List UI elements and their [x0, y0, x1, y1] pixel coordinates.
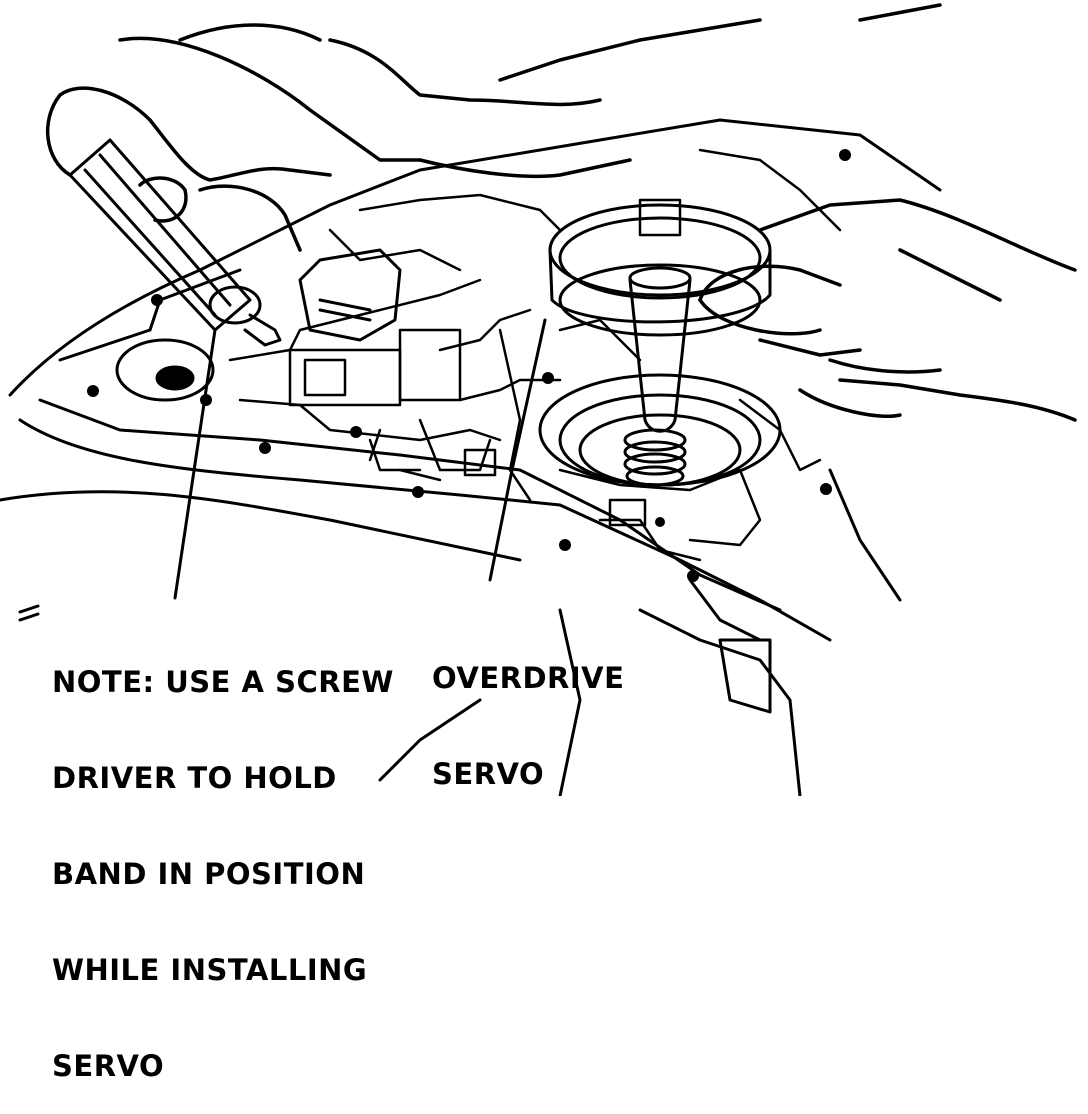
servo-leader-line: [488, 318, 547, 582]
note-leader-line: [173, 328, 217, 600]
note-line-1: NOTE: USE A SCREW: [52, 665, 394, 699]
transmission-illustration: [0, 3, 1077, 796]
leader-lines: [18, 318, 547, 622]
overdrive-servo-piston: [548, 203, 772, 433]
note-callout: NOTE: USE A SCREW DRIVER TO HOLD BAND IN…: [52, 602, 394, 1114]
bolt-holes: [87, 149, 851, 582]
right-hand: [698, 198, 1077, 422]
valve-body-passages: [228, 148, 842, 562]
screwdriver: [68, 138, 282, 347]
servo-label-line-1: OVERDRIVE: [432, 661, 625, 695]
case-outline: [0, 118, 942, 796]
note-line-3: BAND IN POSITION: [52, 857, 366, 891]
left-hand: [46, 3, 942, 252]
note-line-2: DRIVER TO HOLD: [52, 761, 337, 795]
note-marker: [18, 604, 40, 622]
note-line-5: SERVO: [52, 1049, 165, 1083]
note-line-4: WHILE INSTALLING: [52, 953, 368, 987]
band-component: [298, 248, 402, 342]
servo-label-line-2: SERVO: [432, 757, 545, 791]
case-boss: [115, 338, 215, 402]
overdrive-servo-label: OVERDRIVE SERVO: [432, 598, 624, 822]
servo-spring: [623, 428, 687, 487]
